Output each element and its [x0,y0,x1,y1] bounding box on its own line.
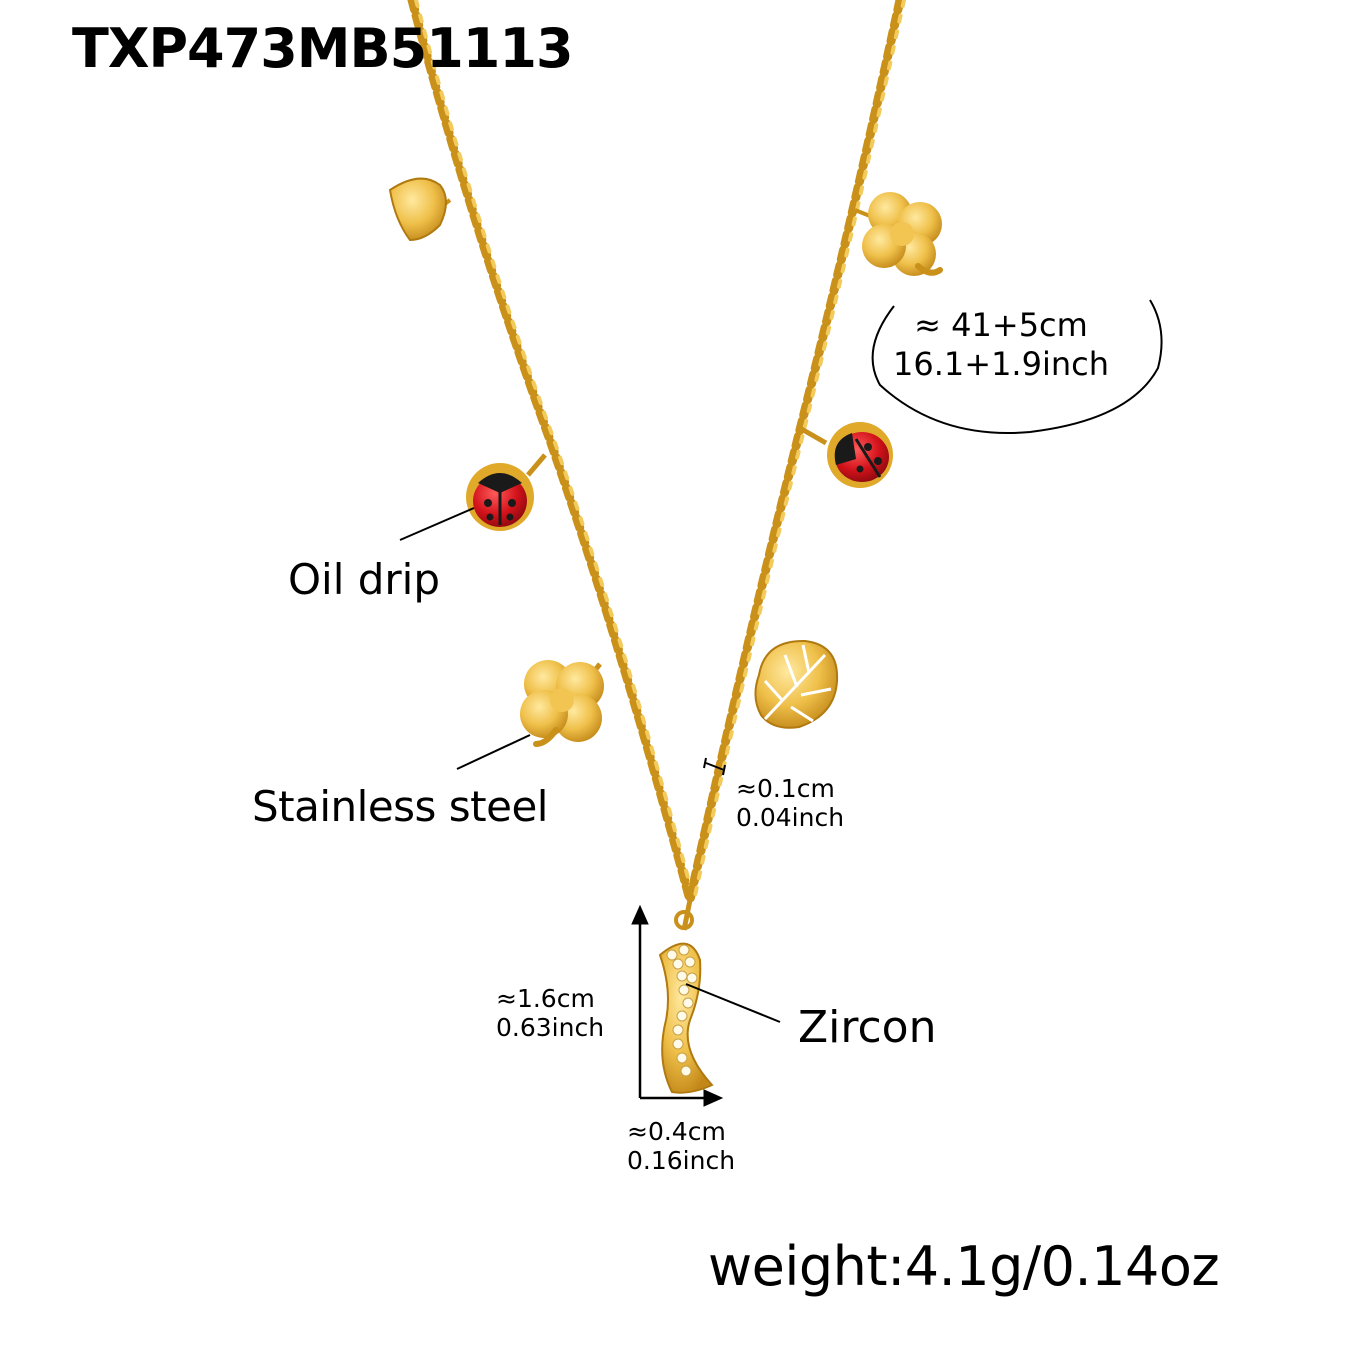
heart-charm [388,177,452,242]
clover-charm-lower [520,660,604,747]
pendant-height-dimension: ≈1.6cm 0.63inch [496,984,605,1043]
chain-width-dimension: ≈0.1cm 0.04inch [736,774,845,833]
oil-drip-label: Oil drip [288,555,441,604]
zircon-pointer [685,983,781,1023]
chain-width-inch: 0.04inch [736,802,845,832]
length-ellipse [871,299,1163,434]
pendant-width-cm: ≈0.4cm [627,1117,726,1146]
product-code: TXP473MB51113 [72,17,574,80]
annotation-lines [399,299,1163,1107]
ladybug-charm-left [466,453,547,531]
height-arrow [631,904,649,1098]
monstera-leaf-charm [754,639,839,729]
pendant-width-inch: 0.16inch [627,1145,736,1175]
zircon-stones [666,944,698,1077]
pendant-width-dimension: ≈0.4cm 0.16inch [627,1117,736,1176]
length-inch: 16.1+1.9inch [893,345,1109,384]
chain-width-cm: ≈0.1cm [736,774,835,803]
weight-label: weight:4.1g/0.14oz [708,1235,1220,1298]
stainless-steel-pointer [456,734,531,770]
pendant-height-cm: ≈1.6cm [496,984,595,1013]
horn-pendant [658,899,714,1094]
length-dimension: ≈ 41+5cm 16.1+1.9inch [893,306,1109,384]
width-arrow [640,1089,724,1107]
oil-drip-pointer [399,507,475,541]
pendant-height-inch: 0.63inch [496,1012,605,1042]
zircon-label: Zircon [798,1002,937,1053]
chain-width-marker [703,757,726,776]
clover-charm-upper [854,192,943,276]
ladybug-charm-right [796,422,893,488]
stainless-steel-label: Stainless steel [252,782,548,831]
length-cm: ≈ 41+5cm [914,306,1088,344]
chain-left-strand [407,0,696,905]
